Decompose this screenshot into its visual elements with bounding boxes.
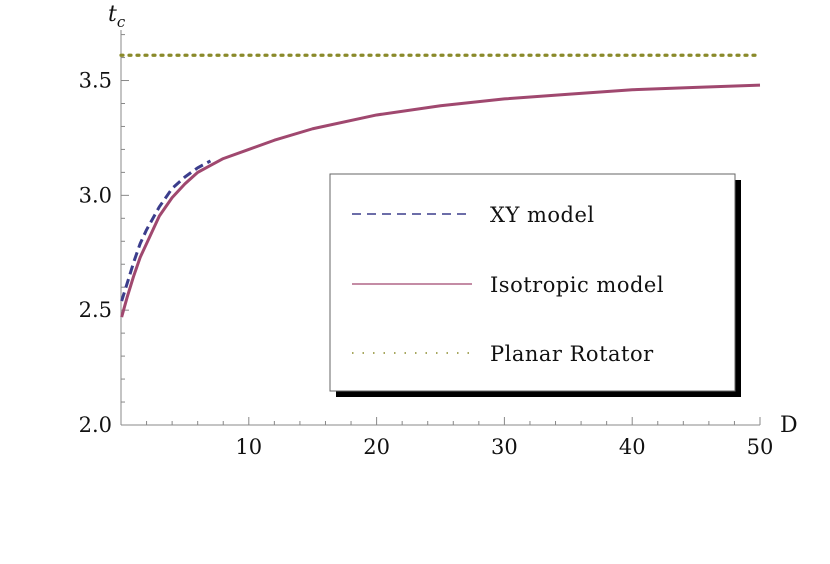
- x-axis-title: D: [780, 413, 798, 438]
- legend-label-isotropic: Isotropic model: [490, 273, 664, 297]
- x-major-ticks: 10 20 30 40 50: [235, 417, 773, 459]
- legend-label-xy: XY model: [490, 203, 595, 227]
- y-axis-title-subscript: c: [117, 13, 126, 31]
- x-tick-label: 20: [363, 435, 390, 459]
- y-tick-label: 2.0: [79, 413, 112, 437]
- series-line-xy-model: [120, 159, 212, 302]
- legend-box: [329, 173, 736, 392]
- y-tick-label: 2.5: [79, 298, 112, 322]
- legend-label-planar: Planar Rotator: [490, 342, 654, 366]
- y-tick-label: 3.5: [79, 69, 112, 93]
- y-major-ticks: 2.0 2.5 3.0 3.5: [79, 69, 129, 437]
- x-minor-ticks: [146, 421, 735, 425]
- x-tick-label: 40: [619, 435, 646, 459]
- y-tick-label: 3.0: [79, 183, 112, 207]
- x-tick-label: 10: [235, 435, 262, 459]
- x-tick-label: 30: [491, 435, 518, 459]
- x-tick-label: 50: [747, 435, 774, 459]
- y-axis-title: tc: [108, 2, 126, 31]
- y-minor-ticks: [121, 34, 125, 403]
- series-line-isotropic-model: [120, 83, 761, 318]
- legend: XY model Isotropic model Planar Rotator: [329, 173, 741, 397]
- axes: 2.0 2.5 3.0 3.5 10 20 30 40 50: [79, 30, 773, 459]
- y-axis-title-main: t: [108, 2, 117, 27]
- series-group: [119, 53, 762, 318]
